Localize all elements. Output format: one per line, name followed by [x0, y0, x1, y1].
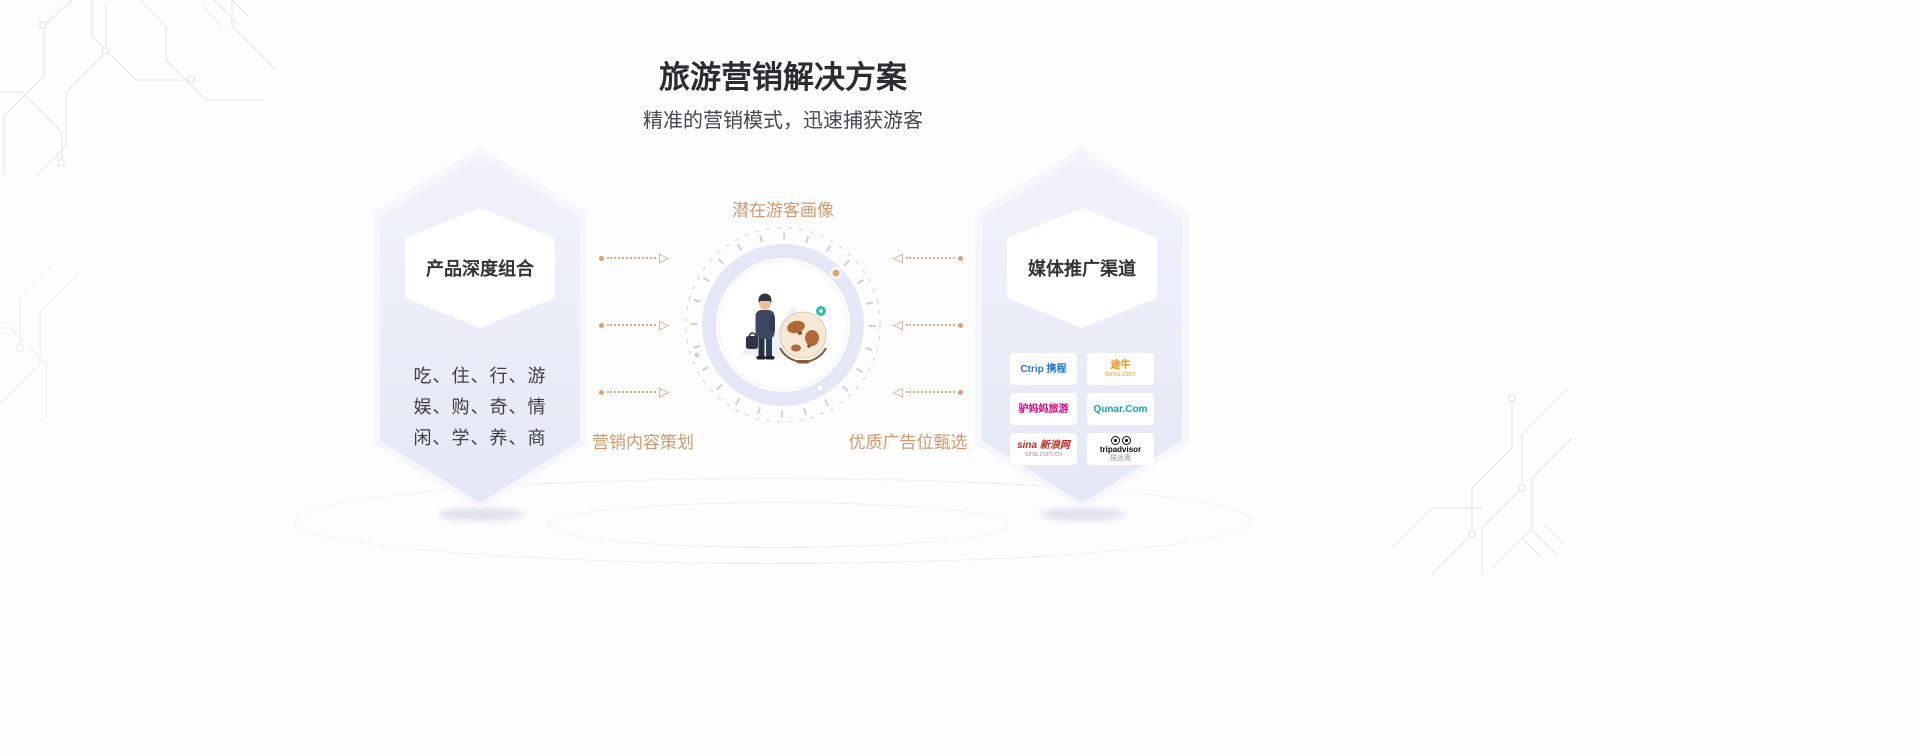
tripadvisor-logo: tripadvisor [1099, 444, 1142, 454]
product-panel: 产品深度组合 吃、住、行、游 娱、购、奇、情 闲、学、养、商 [373, 147, 587, 509]
arrow-left-icon: ◁ [893, 316, 903, 332]
traveler-globe-illustration [685, 227, 881, 423]
arrow-dot [599, 322, 604, 328]
logo-tile-tripadvisor: tripadvisor 猫途鹰 [1087, 433, 1154, 465]
media-panel-title: 媒体推广渠道 [1028, 259, 1136, 279]
logo-tile-tuniu: 途牛 tuniu.com [1087, 353, 1154, 385]
logo-tile-qunar: Qunar.Com [1087, 393, 1154, 425]
circuit-pattern-bottom-right [1391, 387, 1572, 575]
media-panel: 媒体推广渠道 Ctrip 携程 途牛 tuniu.com 驴妈妈旅游 Qunar… [975, 147, 1189, 509]
product-panel-title: 产品深度组合 [426, 259, 534, 279]
logo-tile-lvmama: 驴妈妈旅游 [1010, 393, 1077, 425]
ctrip-logo: Ctrip 携程 [1020, 363, 1067, 375]
arrow-dot [958, 389, 963, 395]
label-marketing-content-planning: 营销内容策划 [592, 433, 694, 452]
feature-line: 闲、学、养、商 [413, 428, 547, 448]
right-panel-shadow [1040, 508, 1126, 521]
ground-ellipse-outer [295, 478, 1252, 564]
media-logo-grid: Ctrip 携程 途牛 tuniu.com 驴妈妈旅游 Qunar.Com si… [1010, 353, 1154, 465]
qunar-logo: Qunar.Com [1093, 403, 1148, 415]
flow-arrow-right-2: ◁ [893, 317, 963, 333]
arrow-right-icon: ▷ [659, 316, 669, 332]
tuniu-logo-sub: tuniu.com [1105, 370, 1136, 378]
flow-arrow-right-1: ◁ [893, 250, 963, 266]
product-panel-hexagon: 产品深度组合 [405, 208, 555, 328]
tripadvisor-owl-icon [1110, 435, 1131, 445]
circuit-pattern-left-edge [0, 268, 79, 418]
feature-line: 娱、购、奇、情 [413, 397, 547, 417]
left-panel-shadow [438, 508, 524, 521]
arrow-dot [958, 255, 963, 261]
ground-ellipse-inner [548, 502, 1008, 548]
traveler-dial [663, 205, 903, 445]
flow-arrow-left-3: ▷ [599, 384, 669, 400]
flow-arrow-left-1: ▷ [599, 250, 669, 266]
page-title: 旅游营销解决方案 [659, 60, 907, 95]
arrow-line [607, 257, 656, 259]
label-potential-tourist-profile: 潜在游客画像 [732, 201, 834, 220]
sina-logo: sina 新浪网 [1017, 439, 1070, 451]
arrow-line [906, 391, 955, 393]
arrow-left-icon: ◁ [893, 383, 903, 399]
media-panel-hexagon: 媒体推广渠道 [1007, 208, 1157, 328]
arrow-dot [599, 255, 604, 261]
circuit-pattern-top-left [0, 0, 277, 176]
tripadvisor-logo-sub: 猫途鹰 [1110, 454, 1131, 462]
arrow-line [906, 257, 955, 259]
arrow-dot [958, 322, 963, 328]
page-subtitle: 精准的营销模式，迅速捕获游客 [643, 110, 923, 132]
arrow-line [906, 324, 955, 326]
flow-arrow-left-2: ▷ [599, 317, 669, 333]
lvmama-logo: 驴妈妈旅游 [1018, 403, 1069, 415]
sina-logo-sub: sina.com.cn [1024, 450, 1063, 458]
arrow-left-icon: ◁ [893, 249, 903, 265]
product-feature-lines: 吃、住、行、游 娱、购、奇、情 闲、学、养、商 [380, 361, 580, 454]
arrow-dot [599, 389, 604, 395]
arrow-right-icon: ▷ [659, 249, 669, 265]
arrow-right-icon: ▷ [659, 383, 669, 399]
feature-line: 吃、住、行、游 [413, 366, 547, 386]
arrow-line [607, 391, 656, 393]
label-ad-placement-selection: 优质广告位甄选 [848, 433, 968, 452]
tuniu-logo: 途牛 [1110, 359, 1131, 371]
logo-tile-sina: sina 新浪网 sina.com.cn [1010, 433, 1077, 465]
arrow-line [607, 324, 656, 326]
logo-tile-ctrip: Ctrip 携程 [1010, 353, 1077, 385]
flow-arrow-right-3: ◁ [893, 384, 963, 400]
